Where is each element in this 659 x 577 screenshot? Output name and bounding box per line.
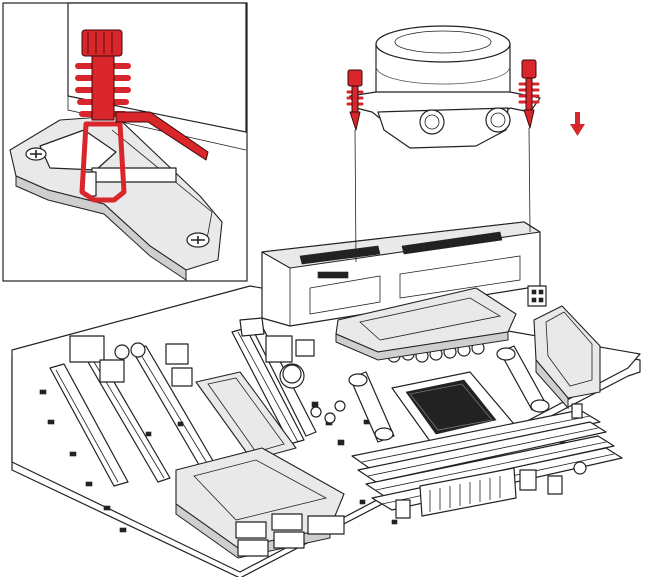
sata-ports (235, 513, 345, 557)
vrm-heatsink-top (335, 287, 517, 361)
spring-screw-icon (518, 59, 540, 129)
cpu-socket (391, 371, 515, 445)
spring-screw-icon (346, 69, 364, 131)
pump-port-left (419, 109, 445, 135)
eps-connector (527, 285, 547, 307)
m2-heatsink (195, 371, 297, 461)
pump-top (375, 25, 511, 63)
guide-line-left (354, 129, 357, 263)
vrm-heatsink-right (533, 305, 601, 410)
pump-port-right (485, 107, 511, 133)
motherboard (11, 285, 641, 577)
atx-power-connector (419, 467, 517, 517)
usb-header (519, 469, 537, 491)
io-shroud (261, 221, 547, 327)
mounting-brackets (348, 345, 550, 443)
cooler-pump (349, 25, 541, 149)
detail-inset (2, 2, 248, 282)
down-arrow-icon (570, 112, 585, 136)
guide-line-right (528, 127, 531, 233)
pcie-slots-left (49, 325, 317, 487)
io-components-left (69, 335, 315, 389)
spring-screw-icon (75, 29, 209, 203)
